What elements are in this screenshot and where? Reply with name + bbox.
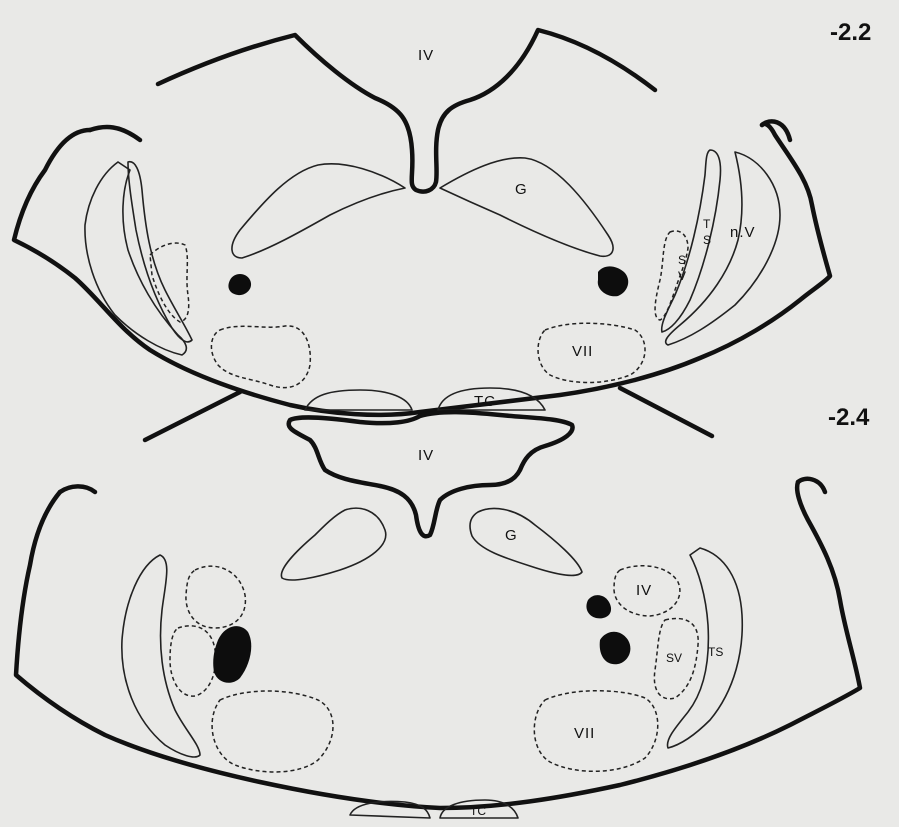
lower-right-lesion-upper [586,595,611,618]
section-lower: -2.4 IV G IV SV TS VII TC [16,404,870,818]
upper-left-nerve [145,392,240,440]
upper-right-nerve [620,388,712,436]
upper-right-lesion [598,266,628,296]
upper-right-tract-ts [662,150,721,332]
lower-vii-label: VII [574,725,595,742]
lower-left-vii-region [212,691,333,772]
upper-ventricle-label: IV [418,47,434,64]
lower-brainstem-outline [16,482,860,808]
lower-left-middle-region [170,626,216,696]
upper-tc-left [305,390,412,410]
upper-ventricle-outline [158,30,655,192]
upper-vii-label: VII [572,343,593,360]
upper-g-right [440,158,613,256]
lower-right-lesion-lower [600,632,631,665]
lower-g-right [470,508,582,575]
lower-right-vii-region [534,691,657,772]
lower-ts-label: TS [708,645,723,659]
lower-sv-label: SV [666,651,682,665]
upper-left-vii-region [211,326,310,388]
upper-left-lobe-tip [90,127,140,140]
lower-g-label: G [505,527,518,544]
lower-left-upper-region [186,566,245,628]
lower-ventricle-label: IV [418,447,434,464]
upper-tc-label: TC [474,393,496,410]
upper-left-lesion [228,274,251,295]
lower-left-lobe-tip [60,486,95,492]
upper-level-label: -2.2 [830,19,871,46]
lower-right-lobe-tip [798,479,825,492]
upper-g-label: G [515,181,528,198]
upper-left-tract-inner [128,162,192,342]
lower-g-left [281,508,385,580]
lower-tc-label: TC [470,804,486,818]
lower-left-lesion [213,626,251,683]
upper-g-left [232,164,405,258]
upper-nv-label: n.V [730,224,756,241]
lower-iv-label: IV [636,582,652,599]
lower-level-label: -2.4 [828,404,870,431]
lower-ventricle-outline [289,412,573,536]
upper-left-sv-region [150,243,189,322]
lower-left-tract [122,555,200,757]
lower-right-tract [667,548,742,748]
upper-right-tract-nv [666,152,780,345]
